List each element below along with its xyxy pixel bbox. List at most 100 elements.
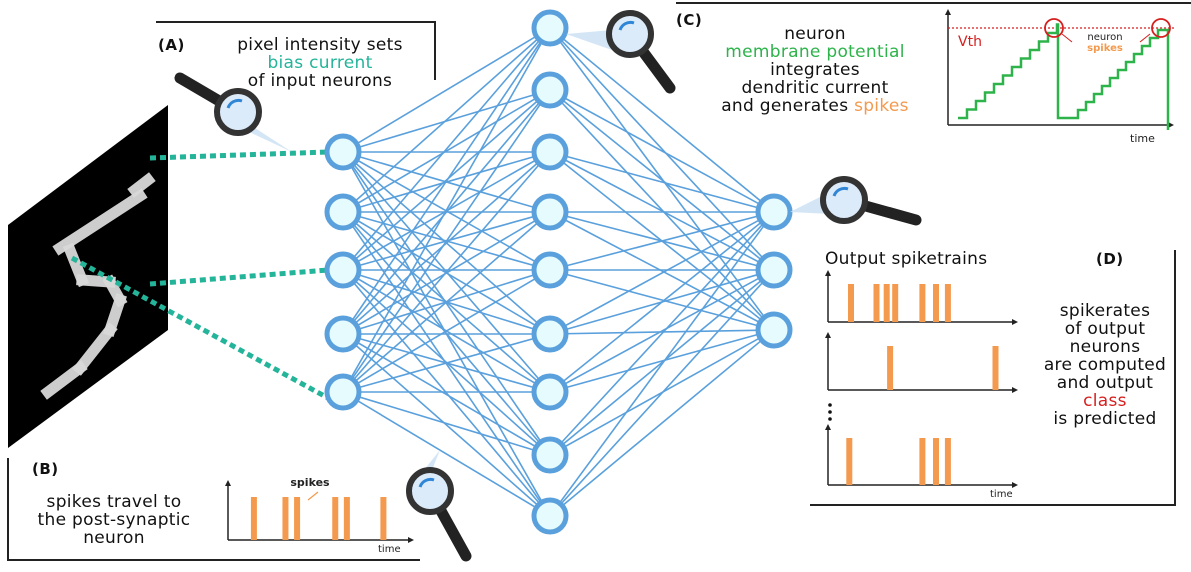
spike-marker: [1044, 18, 1064, 38]
connection-line: [342, 27, 551, 153]
connection-line: [549, 269, 775, 393]
panel-c: (C) neuron membrane potential integrates…: [676, 2, 1191, 145]
connection-line: [549, 329, 775, 393]
spike-bar: [892, 284, 899, 322]
panel-b-time-label: time: [378, 544, 401, 555]
connection-line: [549, 269, 775, 331]
connection-line: [549, 211, 775, 393]
connection-line: [342, 151, 551, 335]
panel-c-annotation1: neuron: [1087, 32, 1122, 43]
spike-bar: [873, 284, 880, 322]
magnifier-glare: [418, 477, 435, 488]
connection-line: [549, 151, 775, 213]
neuron-node: [755, 311, 793, 349]
neuron-node: [531, 373, 569, 411]
connection-line: [342, 391, 551, 456]
spike-bar: [294, 497, 301, 540]
connection-line: [342, 269, 551, 393]
panel-d: Output spiketrains (D) spikerates of out…: [810, 249, 1176, 506]
x-axis-arrow: [1012, 482, 1018, 488]
spike-bar: [919, 438, 926, 485]
panel-d-spike-trains: [825, 270, 1018, 488]
panel-a-line1: pixel intensity sets: [237, 35, 403, 55]
panel-c-membrane-plot: [945, 9, 1175, 130]
x-axis-arrow: [408, 537, 414, 543]
spike-bar: [933, 284, 939, 322]
panel-c-threshold-label: Vth: [958, 34, 982, 50]
spike-bar: [944, 438, 951, 485]
connection-line: [549, 211, 775, 456]
connection-line: [549, 329, 775, 335]
network-neurons: [324, 9, 793, 535]
y-axis-arrow: [825, 332, 831, 338]
magnifier-beam: [566, 30, 612, 50]
panel-c-line4: dendritic current: [741, 78, 888, 98]
spike-bar: [992, 346, 999, 390]
neuron-node: [531, 9, 569, 47]
neuron-node: [531, 497, 569, 535]
connection-line: [342, 333, 551, 517]
ellipsis-icon: [828, 403, 832, 421]
connection-line: [342, 89, 551, 393]
panel-c-time-label: time: [1130, 132, 1155, 145]
spike-bar: [846, 438, 853, 485]
panel-d-line2: of output: [1065, 319, 1146, 339]
panel-d-line5: and output: [1057, 373, 1153, 393]
spike-bar: [848, 284, 854, 322]
panel-c-line5-text: and generates: [721, 96, 854, 116]
panel-b-line2: the post-synaptic: [38, 510, 191, 530]
neuron-node: [324, 133, 362, 171]
neuron-node: [324, 251, 362, 289]
connection-line: [549, 151, 775, 271]
spike-bar: [282, 497, 289, 540]
magnifier-beam: [790, 194, 830, 214]
connection-line: [342, 211, 551, 393]
spike-bar: [343, 497, 350, 540]
magnifier-lens: [406, 467, 454, 515]
neuron-node: [531, 436, 569, 474]
neuron-node: [755, 251, 793, 289]
connection-line: [549, 27, 775, 213]
magnifier-icon: [566, 10, 676, 94]
network-connections: [342, 27, 775, 517]
panel-b-spike-annotation: spikes: [290, 476, 330, 489]
membrane-potential-trace: [958, 23, 1170, 130]
panel-a-line2: bias current: [267, 53, 372, 73]
spike-bar: [887, 346, 894, 390]
x-axis-arrow: [1012, 387, 1018, 393]
connection-line: [342, 269, 551, 517]
magnifier-icon: [790, 176, 922, 226]
x-axis-arrow: [1168, 122, 1174, 128]
digit-stroke: [72, 322, 118, 376]
digit-pixels: [40, 172, 156, 400]
panel-d-last: is predicted: [1053, 409, 1156, 429]
panel-a-line3: of input neurons: [248, 71, 392, 91]
magnifier-glare: [832, 186, 849, 197]
neuron-node: [531, 71, 569, 109]
connection-line: [342, 27, 551, 393]
panel-d-line1: spikerates: [1060, 301, 1150, 321]
panel-d-class-word: class: [1083, 391, 1127, 411]
panel-a: (A) pixel intensity sets bias current of…: [156, 21, 436, 91]
connection-line: [549, 211, 775, 271]
panel-b: (B) spikes travel to the post-synaptic n…: [7, 458, 420, 561]
panel-c-tag: (C): [676, 11, 702, 29]
connection-line: [549, 89, 775, 271]
connection-line: [342, 27, 551, 213]
neuron-node: [531, 193, 569, 231]
neuron-node: [324, 315, 362, 353]
connection-line: [549, 89, 775, 331]
y-axis-arrow: [945, 9, 951, 15]
spike-arrow: [1061, 33, 1073, 43]
magnifier-lens: [606, 10, 654, 58]
magnifier-glare: [226, 98, 243, 109]
connection-line: [342, 89, 551, 335]
neuron-node: [531, 315, 569, 353]
spike-marker: [1151, 18, 1171, 38]
spike-bar: [933, 438, 939, 485]
panel-d-time-label: time: [990, 489, 1013, 500]
connection-line: [549, 211, 775, 335]
connection-line: [549, 89, 775, 213]
magnifier-icon: [406, 450, 472, 562]
